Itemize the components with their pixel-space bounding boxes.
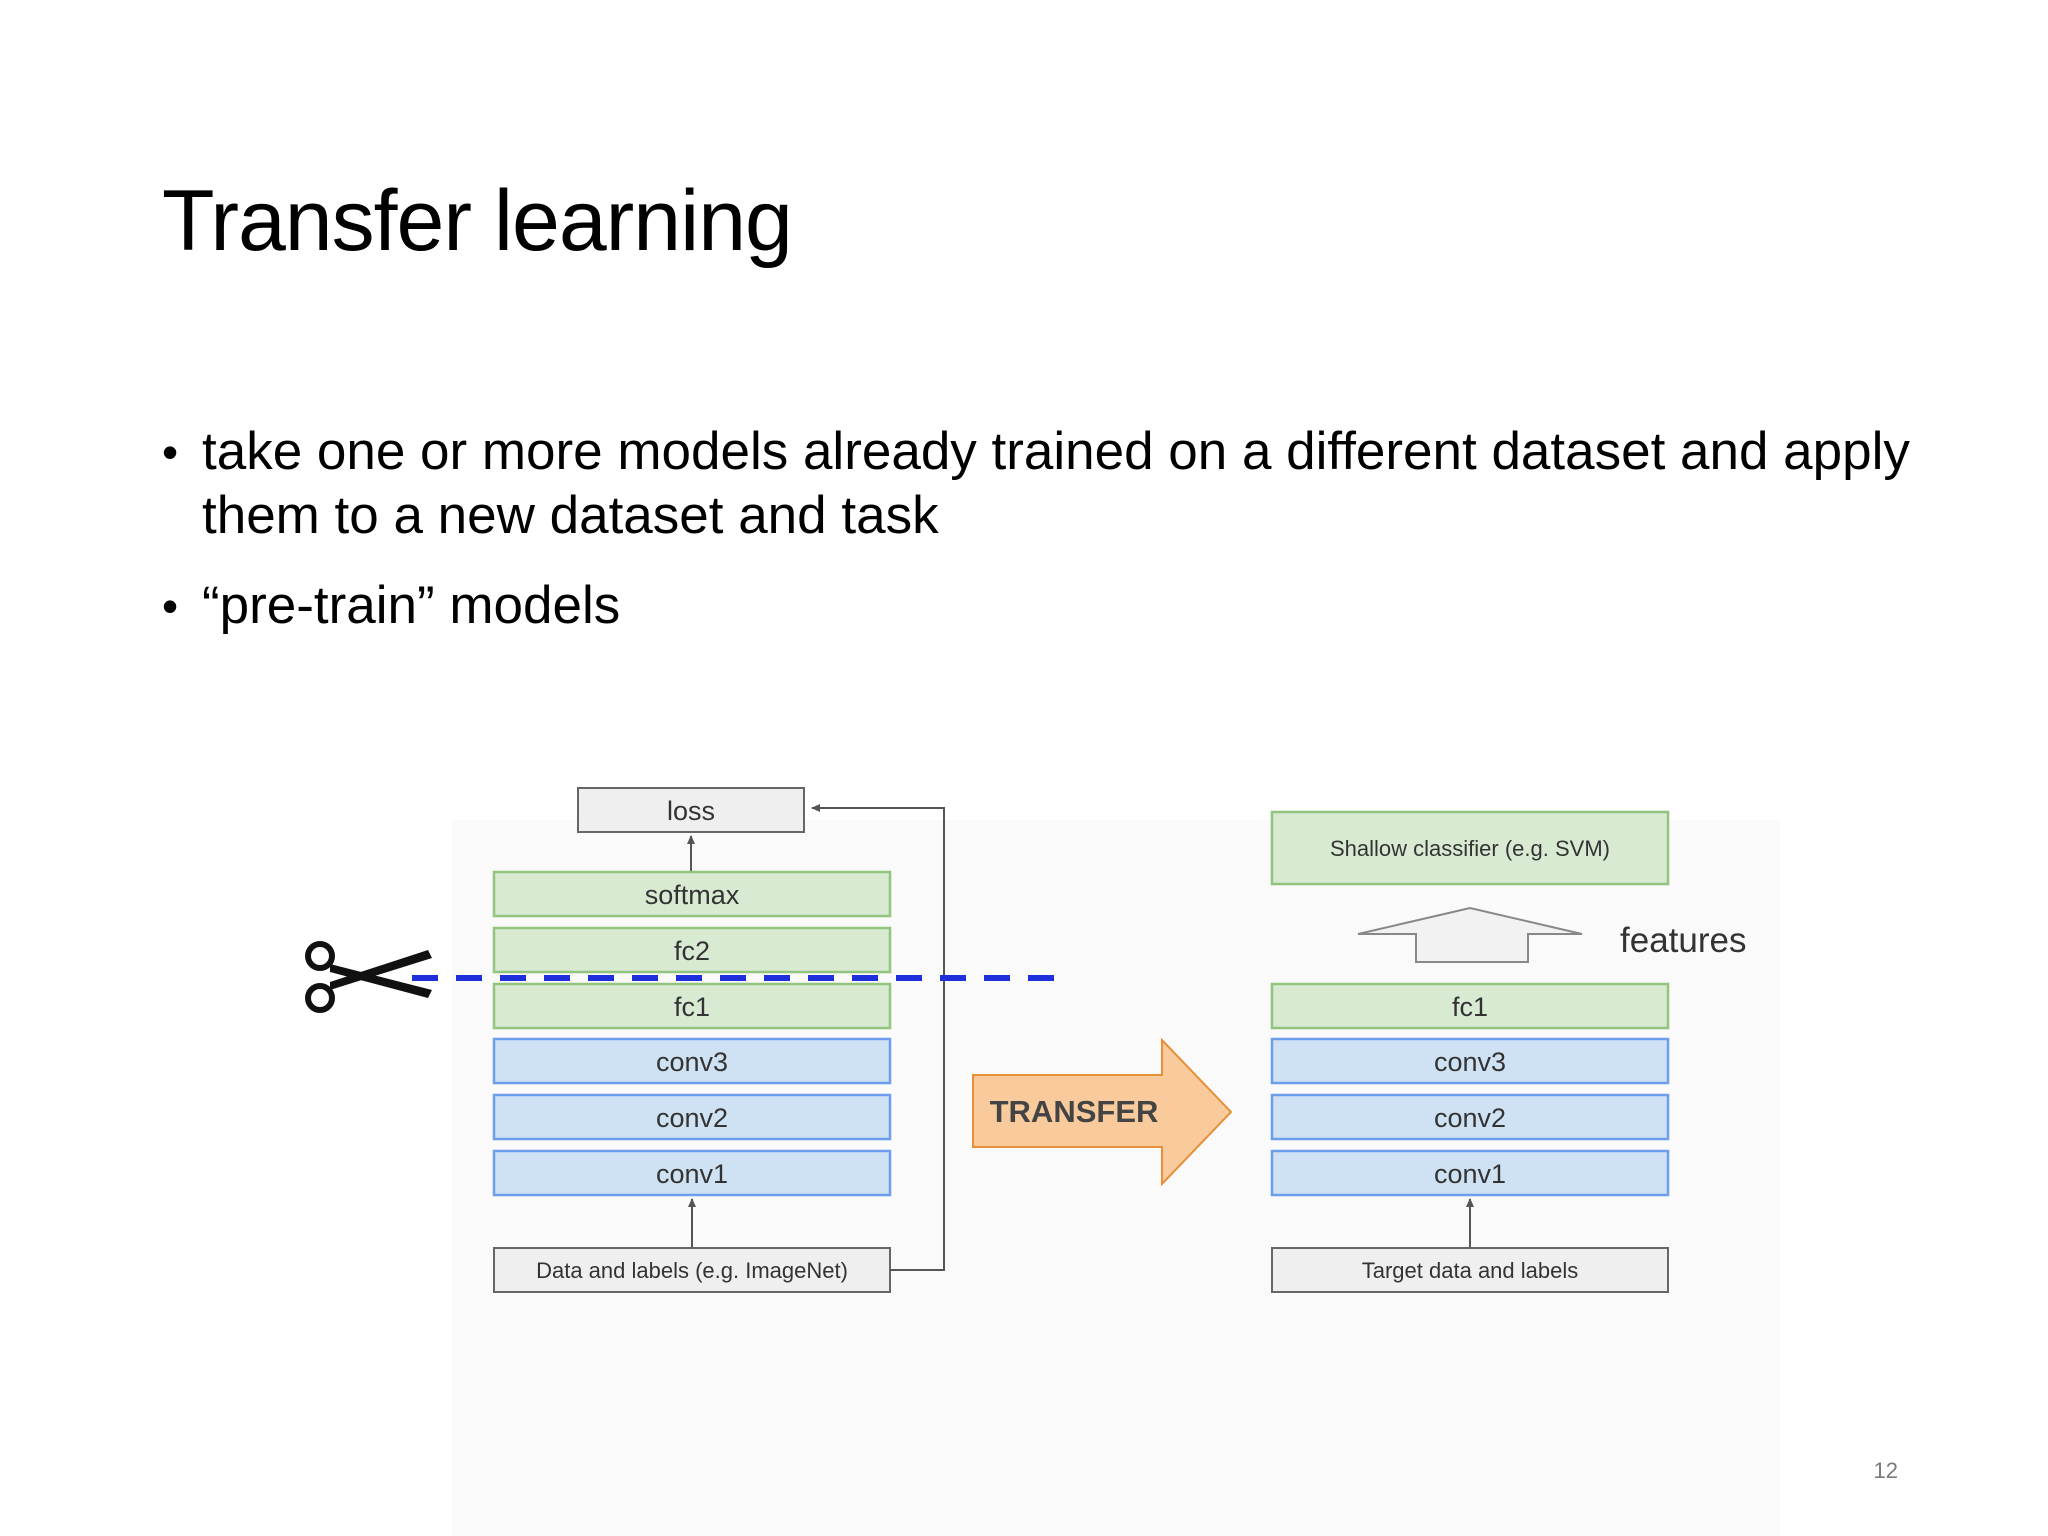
left-conv1-box [492, 1149, 892, 1197]
transfer-arrow: TRANSFER [972, 1037, 1233, 1187]
bullet-dot: • [162, 580, 179, 632]
left-fc2-box [492, 926, 892, 974]
bullet-item: • take one or more models already trained… [162, 420, 1922, 548]
left-softmax-label: softmax [645, 880, 740, 910]
left-input-label: Data and labels (e.g. ImageNet) [536, 1258, 848, 1283]
features-label: features [1620, 921, 1746, 960]
left-conv3-box [492, 1037, 892, 1085]
bullet-text-1: take one or more models already trained … [202, 422, 1910, 545]
transfer-label: TRANSFER [990, 1094, 1159, 1129]
left-network: loss softmax fc2 fc1 conv3 conv2 conv1 D… [492, 787, 945, 1293]
right-conv2-label: conv2 [1434, 1103, 1506, 1133]
left-conv3-label: conv3 [656, 1047, 728, 1077]
bullet-list: • take one or more models already trained… [162, 420, 1922, 664]
right-conv1-label: conv1 [1434, 1159, 1506, 1189]
left-softmax-box [492, 870, 892, 918]
right-conv2-box [1270, 1093, 1670, 1141]
right-input-label: Target data and labels [1362, 1258, 1579, 1283]
left-fc1-label: fc1 [674, 992, 710, 1022]
left-loss-label: loss [667, 796, 715, 826]
left-loss-box [577, 787, 805, 833]
bullet-item: • “pre-train” models [162, 574, 1922, 638]
features-up-arrow [1357, 906, 1583, 963]
right-network: Shallow classifier (e.g. SVM) features f… [1270, 810, 1746, 1293]
bullet-dot: • [162, 426, 179, 478]
bullet-text-2: “pre-train” models [202, 576, 621, 635]
left-conv1-label: conv1 [656, 1159, 728, 1189]
slide-title: Transfer learning [162, 173, 793, 269]
page-number: 12 [1873, 1458, 1898, 1483]
right-classifier-box [1270, 810, 1670, 886]
left-fc2-label: fc2 [674, 936, 710, 966]
scissors-icon [305, 941, 432, 1013]
right-fc1-box [1270, 982, 1670, 1030]
left-input-box [493, 1247, 891, 1293]
right-conv1-box [1270, 1149, 1670, 1197]
left-fc1-box [492, 982, 892, 1030]
left-conv2-box [492, 1093, 892, 1141]
right-classifier-label: Shallow classifier (e.g. SVM) [1330, 836, 1610, 861]
right-input-box [1271, 1247, 1669, 1293]
left-conv2-label: conv2 [656, 1103, 728, 1133]
right-fc1-label: fc1 [1452, 992, 1488, 1022]
right-conv3-box [1270, 1037, 1670, 1085]
labels-to-loss-connector [811, 804, 945, 1271]
right-conv3-label: conv3 [1434, 1047, 1506, 1077]
